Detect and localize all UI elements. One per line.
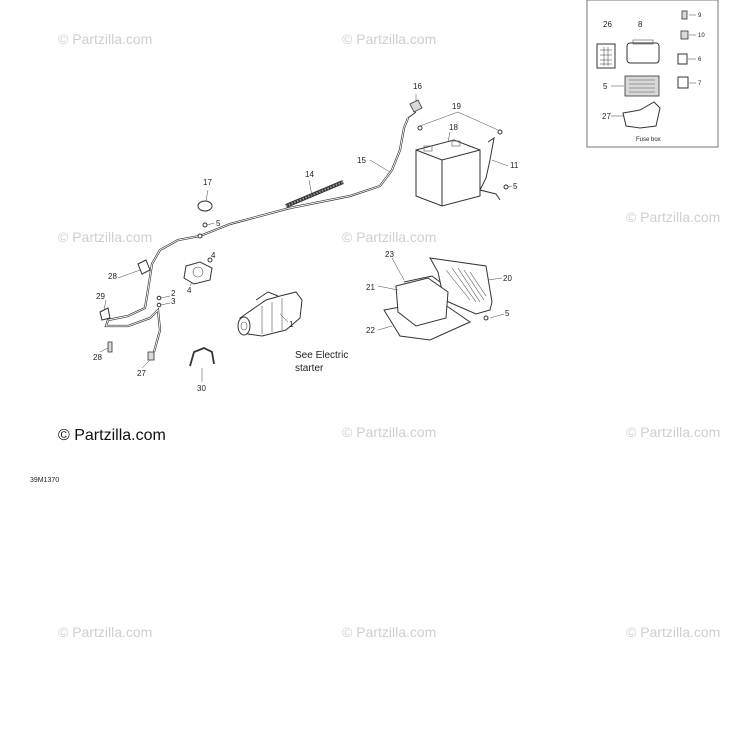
callout-9: 7	[698, 81, 702, 87]
washer-3	[156, 302, 162, 308]
callout-2: 2	[171, 289, 176, 298]
screw-5	[207, 257, 213, 263]
callout-23: 23	[385, 250, 394, 259]
terminal-cap-16	[409, 99, 423, 113]
watermark-layer: © Partzilla.com © Partzilla.com © Partzi…	[58, 31, 720, 640]
watermark: © Partzilla.com	[342, 229, 436, 245]
clamp-29	[99, 307, 111, 321]
callout-5: 5	[505, 309, 510, 318]
callout-28: 28	[93, 353, 102, 362]
callout-21: 21	[366, 283, 375, 292]
callout-19: 19	[452, 102, 461, 111]
callout-10: 8	[638, 20, 643, 29]
leader-lines	[99, 94, 513, 382]
watermark: © Partzilla.com	[58, 229, 152, 245]
strap-23	[403, 275, 441, 283]
copyright-text: © Partzilla.com	[58, 427, 166, 444]
callout-12: 10	[698, 33, 705, 39]
callout-11: 9	[698, 13, 702, 19]
screw-19	[497, 129, 503, 135]
fuse-box-body-7	[624, 75, 660, 97]
screw-19	[417, 125, 423, 131]
callout-17: 17	[203, 178, 212, 187]
negative-cable-13	[479, 136, 501, 201]
drawing-code: 39M1370	[30, 477, 59, 484]
battery-18	[415, 139, 481, 207]
watermark: © Partzilla.com	[342, 424, 436, 440]
battery-support	[383, 257, 493, 341]
starter-cable-30	[189, 347, 215, 367]
watermark: © Partzilla.com	[626, 209, 720, 225]
see-electric-starter-line2: starter	[295, 363, 324, 374]
fuse-panel-24	[596, 43, 616, 69]
callout-16: 16	[413, 82, 422, 91]
battery-bracket-21	[395, 277, 449, 327]
callout-14: 14	[305, 170, 314, 179]
callout-3: 3	[171, 297, 176, 306]
callout-25: 27	[602, 112, 611, 121]
see-electric-starter-line1: See Electric	[295, 350, 348, 361]
callout-8: 6	[698, 57, 702, 63]
nut-6	[202, 222, 208, 228]
cable-sleeve-14	[285, 180, 344, 208]
callout-26: 28	[108, 272, 117, 281]
watermark: © Partzilla.com	[626, 424, 720, 440]
fuse-12	[680, 30, 689, 40]
screw-5	[503, 184, 509, 190]
watermark: © Partzilla.com	[58, 31, 152, 47]
fuse-box-cover-10	[626, 42, 660, 64]
watermark: © Partzilla.com	[626, 624, 720, 640]
boot-17	[197, 200, 213, 212]
bolt-28	[107, 341, 113, 353]
fuse-box-inset: 26 8 9 10 6 7 5 27 Fuse box	[586, 0, 719, 148]
relay-9	[677, 76, 689, 89]
starter-motor-1	[237, 291, 303, 337]
inset-caption: Fuse box	[636, 137, 661, 143]
bolt-27	[147, 351, 155, 361]
callout-27: 27	[137, 369, 146, 378]
callout-24: 26	[603, 20, 612, 29]
callout-4: 4	[187, 286, 192, 295]
cable-end-26	[137, 259, 151, 275]
callout-6: 5	[216, 219, 221, 228]
watermark: © Partzilla.com	[342, 31, 436, 47]
solenoid-group	[183, 200, 213, 285]
watermark: © Partzilla.com	[58, 624, 152, 640]
relay-11	[681, 10, 688, 20]
callout-5: 4	[211, 251, 216, 260]
nut-2	[156, 295, 162, 301]
relay-8	[677, 53, 688, 65]
callout-15: 15	[357, 156, 366, 165]
callout-13: 11	[510, 161, 519, 170]
callout-30: 30	[197, 384, 206, 393]
callout-18: 18	[449, 123, 458, 132]
watermark: © Partzilla.com	[342, 624, 436, 640]
callout-1: 1	[289, 320, 294, 329]
battery-cable-15	[104, 111, 417, 353]
callout-5: 5	[513, 182, 518, 191]
callout-20: 20	[503, 274, 512, 283]
callout-layer: 16 19 18 11 5 15 14 17 5 4 4 28 29 2 3 1…	[93, 82, 519, 393]
solenoid-4	[183, 261, 213, 285]
callout-29: 29	[96, 292, 105, 301]
screw-5	[483, 315, 489, 321]
fuse-box-bracket-25	[622, 101, 661, 129]
callout-22: 22	[366, 326, 375, 335]
callout-7: 5	[603, 82, 608, 91]
